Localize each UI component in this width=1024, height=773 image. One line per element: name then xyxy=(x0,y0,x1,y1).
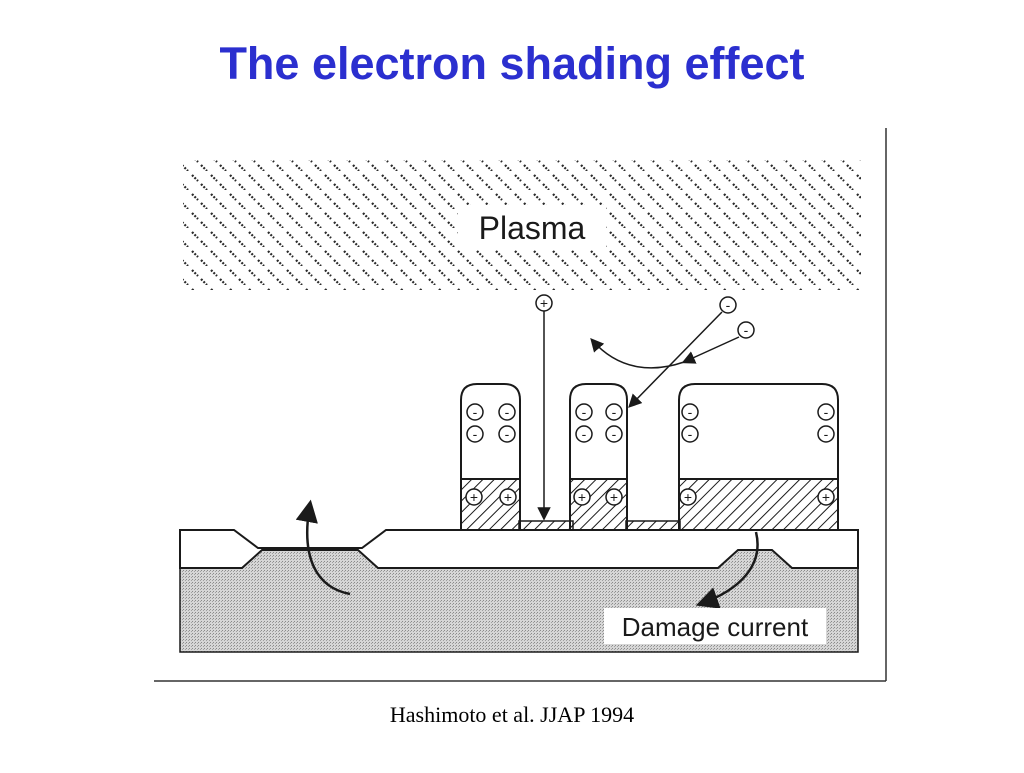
svg-text:-: - xyxy=(582,404,587,420)
electron-charge: - xyxy=(466,403,484,421)
svg-text:-: - xyxy=(688,404,693,420)
svg-text:+: + xyxy=(470,489,478,505)
oxide-layer xyxy=(179,529,859,569)
resist-line-3 xyxy=(678,383,839,531)
damage-current-arrow xyxy=(695,531,759,609)
electron-charge: - xyxy=(498,425,516,443)
gate-exposed-right xyxy=(625,520,681,531)
svg-text:+: + xyxy=(578,489,586,505)
positive-charges: + + + + + + xyxy=(465,488,835,506)
damage-current-label: Damage current xyxy=(622,612,809,642)
electron-charge: - xyxy=(575,403,593,421)
svg-text:-: - xyxy=(505,426,510,442)
svg-text:-: - xyxy=(612,404,617,420)
electron-charge: - xyxy=(605,425,623,443)
svg-text:+: + xyxy=(822,489,830,505)
figure-caption: Hashimoto et al. JJAP 1994 xyxy=(389,702,635,727)
electron-charge: - xyxy=(817,403,835,421)
electron-charge: - xyxy=(498,403,516,421)
ion-charge: + xyxy=(605,488,623,506)
gate-exposed-left xyxy=(518,520,574,531)
slide-title: The electron shading effect xyxy=(219,38,805,89)
plasma-label-bg xyxy=(458,205,606,247)
negative-charges: - - - - - - - - - - - - xyxy=(466,403,835,443)
ion-charge: + xyxy=(573,488,591,506)
svg-text:-: - xyxy=(505,404,510,420)
svg-text:-: - xyxy=(473,426,478,442)
svg-text:+: + xyxy=(504,489,512,505)
svg-text:+: + xyxy=(610,489,618,505)
ion-trajectory: + xyxy=(535,294,553,521)
svg-text:-: - xyxy=(726,297,731,313)
plasma-label: Plasma xyxy=(479,210,586,246)
electron-charge: - xyxy=(466,425,484,443)
electron-charge: - xyxy=(605,403,623,421)
ion-charge: + xyxy=(817,488,835,506)
svg-text:-: - xyxy=(688,426,693,442)
svg-text:-: - xyxy=(473,404,478,420)
svg-text:-: - xyxy=(582,426,587,442)
ion-charge: + xyxy=(465,488,483,506)
svg-text:-: - xyxy=(744,322,749,338)
electron-charge: - xyxy=(681,425,699,443)
electron-charge: - xyxy=(681,403,699,421)
svg-text:+: + xyxy=(684,489,692,505)
electron-charge: - xyxy=(575,425,593,443)
svg-text:-: - xyxy=(612,426,617,442)
electron-trajectories: - - xyxy=(590,296,755,408)
ion-charge: + xyxy=(679,488,697,506)
svg-text:-: - xyxy=(824,404,829,420)
svg-text:-: - xyxy=(824,426,829,442)
electron-charge: - xyxy=(817,425,835,443)
damage-label-bg xyxy=(604,608,826,644)
svg-text:+: + xyxy=(540,295,548,311)
ion-charge: + xyxy=(499,488,517,506)
left-current-arrow xyxy=(295,499,351,596)
